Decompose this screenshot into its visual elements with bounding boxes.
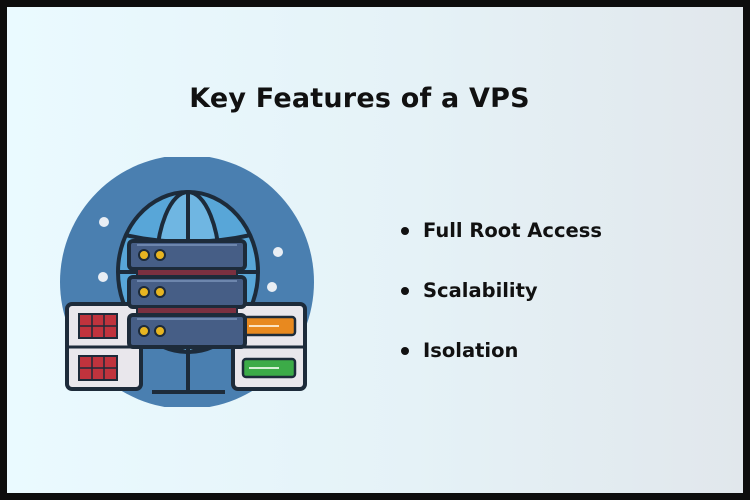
feature-label: Scalability: [423, 279, 538, 302]
bullet-icon: [401, 227, 409, 235]
feature-item-scalability: Scalability: [399, 273, 602, 333]
bullet-icon: [401, 287, 409, 295]
feature-list: Full Root Access Scalability Isolation: [399, 213, 602, 393]
feature-item-root-access: Full Root Access: [399, 213, 602, 273]
page-title: Key Features of a VPS: [189, 83, 530, 114]
feature-label: Full Root Access: [423, 219, 602, 242]
feature-item-isolation: Isolation: [399, 333, 602, 393]
bullet-icon: [401, 347, 409, 355]
vps-server-globe-icon: [57, 155, 317, 409]
feature-label: Isolation: [423, 339, 519, 362]
